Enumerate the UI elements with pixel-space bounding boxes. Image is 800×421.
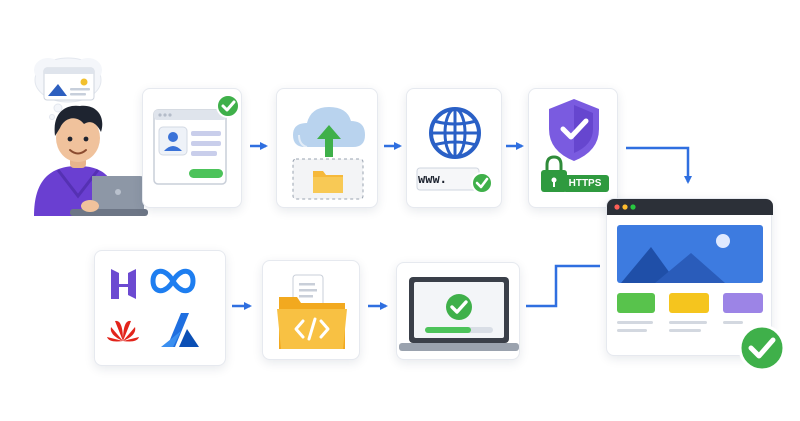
meta-infinity-logo-icon [150,268,196,294]
live-website-card [606,198,773,356]
hostinger-logo-icon [111,269,136,299]
hosting-providers-card [94,250,226,366]
live-website-icon [607,199,773,332]
folder-icon [292,158,364,200]
azure-logo-icon [161,313,199,347]
domain-label: www. [418,172,447,186]
cloud-upload-card [276,88,378,208]
huawei-logo-icon [107,320,139,342]
shield-check-icon [549,99,599,161]
ssl-card [528,88,618,208]
globe-icon [416,107,493,194]
deploy-card [396,262,520,360]
padlock-icon [541,155,609,192]
registration-form-icon [153,109,227,185]
cloud-upload-icon [293,107,365,157]
https-label: HTTPS [568,178,602,189]
code-upload-card [262,260,360,360]
domain-card [406,88,502,208]
check-icon [216,94,240,118]
website-thought-icon [34,57,102,120]
code-folder-icon [277,274,347,349]
signup-form-card [142,88,242,208]
laptop-check-icon [399,277,519,351]
